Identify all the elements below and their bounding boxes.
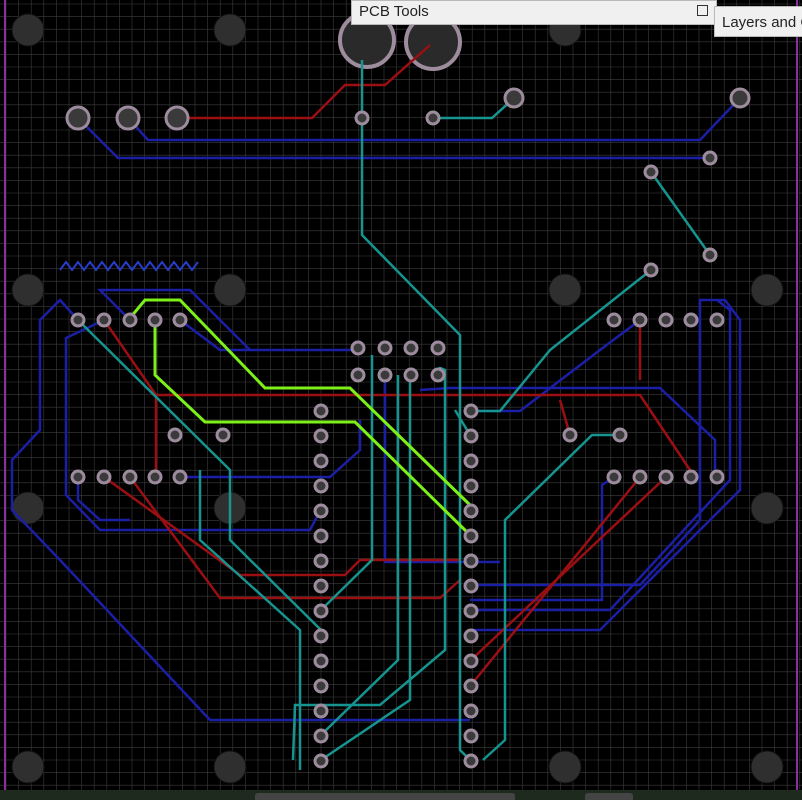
mounting-hole (11, 273, 45, 307)
pad (164, 105, 190, 131)
maximize-icon[interactable] (697, 5, 708, 16)
pad (403, 367, 419, 383)
pad (313, 703, 329, 719)
pad (313, 653, 329, 669)
pad (172, 312, 188, 328)
taskbar-item[interactable] (255, 793, 515, 800)
pad (313, 603, 329, 619)
pad (463, 453, 479, 469)
pad (313, 628, 329, 644)
pad (350, 340, 366, 356)
pad (313, 403, 329, 419)
pad (709, 469, 725, 485)
pad (612, 427, 628, 443)
pad (377, 367, 393, 383)
pad (463, 403, 479, 419)
pad (709, 312, 725, 328)
pad (147, 469, 163, 485)
pad (403, 340, 419, 356)
pad (313, 453, 329, 469)
pad (313, 528, 329, 544)
pad (313, 678, 329, 694)
pad (96, 469, 112, 485)
pad (313, 428, 329, 444)
mounting-hole (11, 750, 45, 784)
pad (606, 469, 622, 485)
mounting-hole (213, 273, 247, 307)
taskbar-item[interactable] (585, 793, 633, 800)
mounting-hole (213, 750, 247, 784)
mounting-hole (213, 13, 247, 47)
bottom-layer-traces (10, 97, 742, 722)
pad (729, 87, 751, 109)
mounting-hole (750, 273, 784, 307)
pad (430, 340, 446, 356)
pad (463, 478, 479, 494)
pad (167, 427, 183, 443)
pad (70, 469, 86, 485)
pad (96, 312, 112, 328)
layers-panel[interactable]: Layers and C (714, 6, 802, 37)
pad (377, 340, 393, 356)
pad (463, 578, 479, 594)
pad (463, 603, 479, 619)
pad (658, 312, 674, 328)
taskbar (0, 790, 802, 800)
pad (463, 503, 479, 519)
pad (503, 87, 525, 109)
pad (215, 427, 231, 443)
selected-traces[interactable] (128, 298, 472, 537)
layers-panel-title: Layers and C (722, 14, 802, 31)
pad (313, 578, 329, 594)
pad (683, 312, 699, 328)
mounting-hole (11, 13, 45, 47)
pad (643, 164, 659, 180)
pad (463, 428, 479, 444)
pad (122, 469, 138, 485)
pad (632, 469, 648, 485)
pad (463, 653, 479, 669)
pad (658, 469, 674, 485)
pad (702, 247, 718, 263)
pad (122, 312, 138, 328)
silkscreen-label (59, 260, 199, 272)
pcb-tools-title: PCB Tools (359, 3, 429, 20)
pad (313, 728, 329, 744)
pad (313, 553, 329, 569)
pad (463, 728, 479, 744)
pad (643, 262, 659, 278)
pad (354, 110, 370, 126)
pad (562, 427, 578, 443)
pad (425, 110, 441, 126)
pad (65, 105, 91, 131)
pcb-tools-panel[interactable]: PCB Tools (351, 0, 717, 25)
mounting-hole (750, 491, 784, 525)
mounting-hole (548, 750, 582, 784)
pad (463, 703, 479, 719)
pad (115, 105, 141, 131)
pad (147, 312, 163, 328)
pad (702, 150, 718, 166)
pad (313, 503, 329, 519)
pad (683, 469, 699, 485)
pad (463, 553, 479, 569)
pad (463, 678, 479, 694)
pad (70, 312, 86, 328)
mounting-hole (548, 273, 582, 307)
mounting-hole (750, 750, 784, 784)
pad (632, 312, 648, 328)
component-pads[interactable] (65, 87, 751, 769)
pad (463, 528, 479, 544)
pad (172, 469, 188, 485)
pad (606, 312, 622, 328)
pad (430, 367, 446, 383)
pad (350, 367, 366, 383)
pad (463, 628, 479, 644)
mounting-hole (11, 491, 45, 525)
pad (313, 753, 329, 769)
pad (463, 753, 479, 769)
pad (313, 478, 329, 494)
